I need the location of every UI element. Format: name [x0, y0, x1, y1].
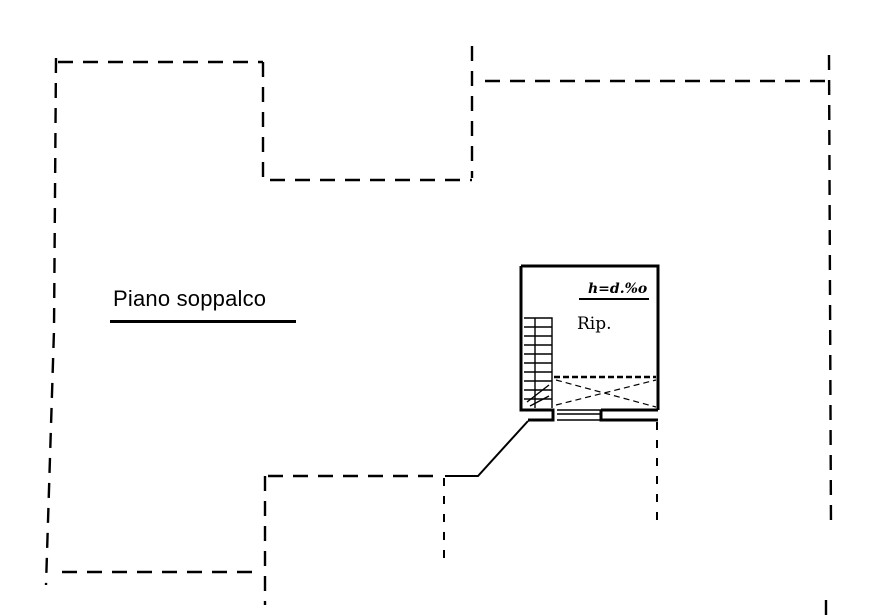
staircase — [524, 317, 553, 408]
dashed-outline-upper-left — [44, 57, 472, 586]
floor-title-underline — [110, 320, 296, 323]
room-height-note: h=d.%o — [588, 281, 648, 297]
room-height-underline — [579, 298, 649, 300]
dashed-outline-lower — [62, 420, 658, 605]
storage-room-rip — [519, 264, 660, 422]
floor-title: Piano soppalco — [113, 286, 267, 311]
room-label-rip: Rip. — [577, 314, 612, 334]
mezzanine-opening-cross — [554, 375, 657, 408]
dashed-outline-upper-right — [470, 46, 833, 615]
